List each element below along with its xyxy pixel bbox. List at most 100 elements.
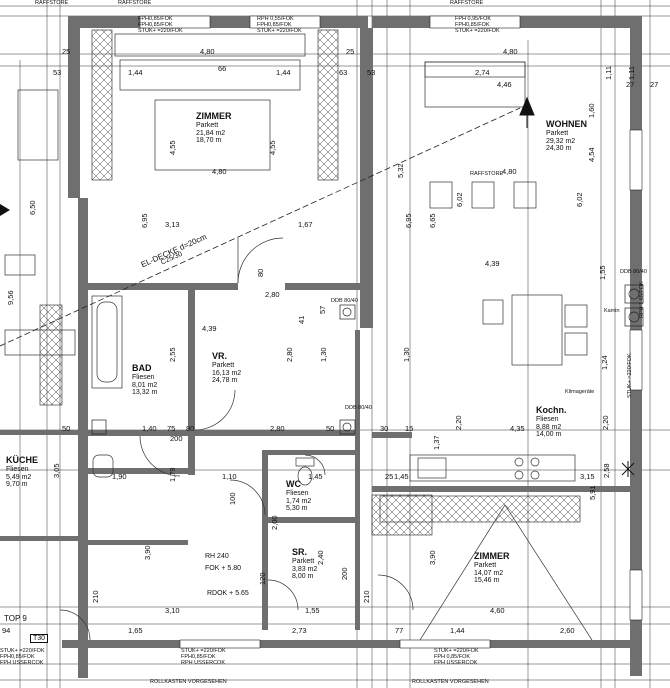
window-note-top-3: FPH 0,95/FOK FPH0,85/FOK STUK+ =220/FOK xyxy=(455,16,500,34)
room-kueche: KÜCHE Fliesen 5,49 m2 9,70 m xyxy=(6,455,38,489)
dim-label: 1,11 xyxy=(604,65,613,80)
dim-label: 2,20 xyxy=(454,415,463,430)
room-area: 5,49 m2 xyxy=(6,473,32,481)
room-area: 29,32 m2 xyxy=(546,137,576,145)
room-area: 14,07 m2 xyxy=(474,569,504,577)
note-line: FPH0,85/FOK xyxy=(138,16,173,22)
room-wc: WC Fliesen 1,74 m2 5,30 m xyxy=(286,479,312,513)
room-perimeter: 9,70 m xyxy=(6,481,28,489)
note-line: FPH USSERCOK xyxy=(0,659,44,666)
dim-label: 27 xyxy=(626,80,635,89)
dim-label: 2,00 xyxy=(270,515,279,530)
dim-label: 66 xyxy=(218,64,227,73)
room-area: 3,83 m2 xyxy=(292,565,318,573)
rdok-note: RDOK + 5.65 xyxy=(207,590,249,597)
dim-label: 4,55 xyxy=(168,140,177,155)
dim-label: 1,30 xyxy=(402,347,411,362)
room-perimeter: 24,78 m xyxy=(212,377,238,385)
room-floor: Fliesen xyxy=(536,415,559,423)
room-floor: Parkett xyxy=(196,121,219,129)
dim-label: 2,40 xyxy=(316,550,325,565)
dim-label: 6,02 xyxy=(455,192,464,207)
dim-label: 53 xyxy=(367,68,376,77)
dim-label: 1,30 xyxy=(319,347,328,362)
room-name: WOHNEN xyxy=(546,119,587,129)
dim-label: 200 xyxy=(340,567,349,580)
dim-label: 1,44 xyxy=(450,626,465,635)
window-note-top-2: RPH 0,55/FOK FPH0,85/FOK STUK+ =220/FOK xyxy=(257,16,302,34)
dim-label: 3,13 xyxy=(165,220,180,229)
rail-note-2: ROLLKASTEN VORGESEHEN xyxy=(412,679,489,685)
room-area: 16,13 m2 xyxy=(212,369,242,377)
room-area: 1,74 m2 xyxy=(286,497,312,505)
dim-label: 25 xyxy=(62,47,71,56)
note-line: STUK+ =220/FOK xyxy=(181,648,226,654)
note-line: RPH USSERCOK xyxy=(181,659,226,666)
dim-label: 5,91 xyxy=(588,485,597,500)
room-floor: Parkett xyxy=(292,557,315,565)
window-note-bottom-2: STUK+ =220/FOK FPH0,85/FOK FPH USSERCOK xyxy=(0,648,45,666)
dim-label: 4,80 xyxy=(200,47,215,56)
note-line: FPH0,85/FOK xyxy=(138,21,173,28)
note-line: FPH 0,95/FOK xyxy=(455,16,492,22)
dim-label: 1,60 xyxy=(587,103,596,118)
dim-label: 4,80 xyxy=(502,167,517,176)
dim-label: 3,90 xyxy=(428,550,437,565)
raffstore-note-left: RAFFSTORE xyxy=(35,0,69,6)
room-floor: Parkett xyxy=(546,129,569,137)
note-line: RPH 0,55/FOK xyxy=(257,16,294,22)
room-floor: Fliesen xyxy=(286,489,309,497)
dim-label: 4,80 xyxy=(503,47,518,56)
dim-label: 75 xyxy=(167,424,176,433)
dim-label: 57 xyxy=(318,305,327,314)
dim-label: 2,80 xyxy=(270,424,285,433)
door-swings xyxy=(59,237,414,641)
north-arrow-icon xyxy=(519,96,535,128)
dim-label: 5,32 xyxy=(396,163,405,178)
room-perimeter: 14,00 m xyxy=(536,431,562,439)
dim-label: 100 xyxy=(228,492,237,505)
dim-label: 94 xyxy=(2,626,11,635)
room-floor: Parkett xyxy=(212,361,235,369)
stair-arrow-icon xyxy=(0,204,10,216)
note-line: STUK+ =220/FOK xyxy=(434,648,479,654)
room-name: VR. xyxy=(212,351,228,361)
room-perimeter: 15,46 m xyxy=(474,577,500,585)
dim-label: 4,60 xyxy=(490,606,505,615)
dim-label: 2,55 xyxy=(168,347,177,362)
dim-label: 6,65 xyxy=(428,213,437,228)
dim-label: 25 xyxy=(385,472,394,481)
dim-label: 50 xyxy=(62,424,71,433)
room-floor: Fliesen xyxy=(6,465,29,473)
dim-label: 1,40 xyxy=(142,424,157,433)
plug-icon xyxy=(621,461,635,477)
dim-label: 50 xyxy=(326,424,335,433)
dim-label: 2,80 xyxy=(265,290,280,299)
window-note-bottom-3: STUK+ =220/FOK FPH 0,85/FOK FPH USSERCOK xyxy=(434,648,479,666)
dim-label: 120 xyxy=(258,572,267,585)
window-note-raffstore-3: RAFFSTORE xyxy=(450,0,484,6)
room-sr: SR. Parkett 3,83 m2 8,00 m xyxy=(292,547,318,581)
note-line: STUK+ =220/FOK xyxy=(257,27,302,34)
dim-label: 210 xyxy=(91,590,100,603)
furniture xyxy=(4,33,593,641)
rail-note-1: ROLLKASTEN VORGESEHEN xyxy=(150,679,227,685)
dim-label: 3,10 xyxy=(165,606,180,615)
dim-label: 27 xyxy=(650,80,659,89)
dim-label: 2,58 xyxy=(602,463,611,478)
room-perimeter: 18,70 m xyxy=(196,137,222,145)
fok-note: FOK + 5.80 xyxy=(205,565,241,572)
room-floor: Parkett xyxy=(474,561,497,569)
dim-label: 41 xyxy=(297,315,306,324)
dim-label: 63 xyxy=(339,68,348,77)
klimagerate-note: Klimageräte xyxy=(565,389,595,395)
room-bad: BAD Fliesen 8,01 m2 13,32 m xyxy=(132,363,157,397)
dim-label: 1,44 xyxy=(128,68,143,77)
note-line: STUK+ =220/FOK xyxy=(455,27,500,34)
room-wohnen: WOHNEN Parkett 29,32 m2 24,30 m xyxy=(546,119,587,153)
note-line: STUK+ =220/FOK xyxy=(0,648,45,654)
note-line: STUK+ =220/FOK xyxy=(138,27,183,34)
room-name: Kochn. xyxy=(536,405,567,415)
room-perimeter: 8,00 m xyxy=(292,573,314,581)
